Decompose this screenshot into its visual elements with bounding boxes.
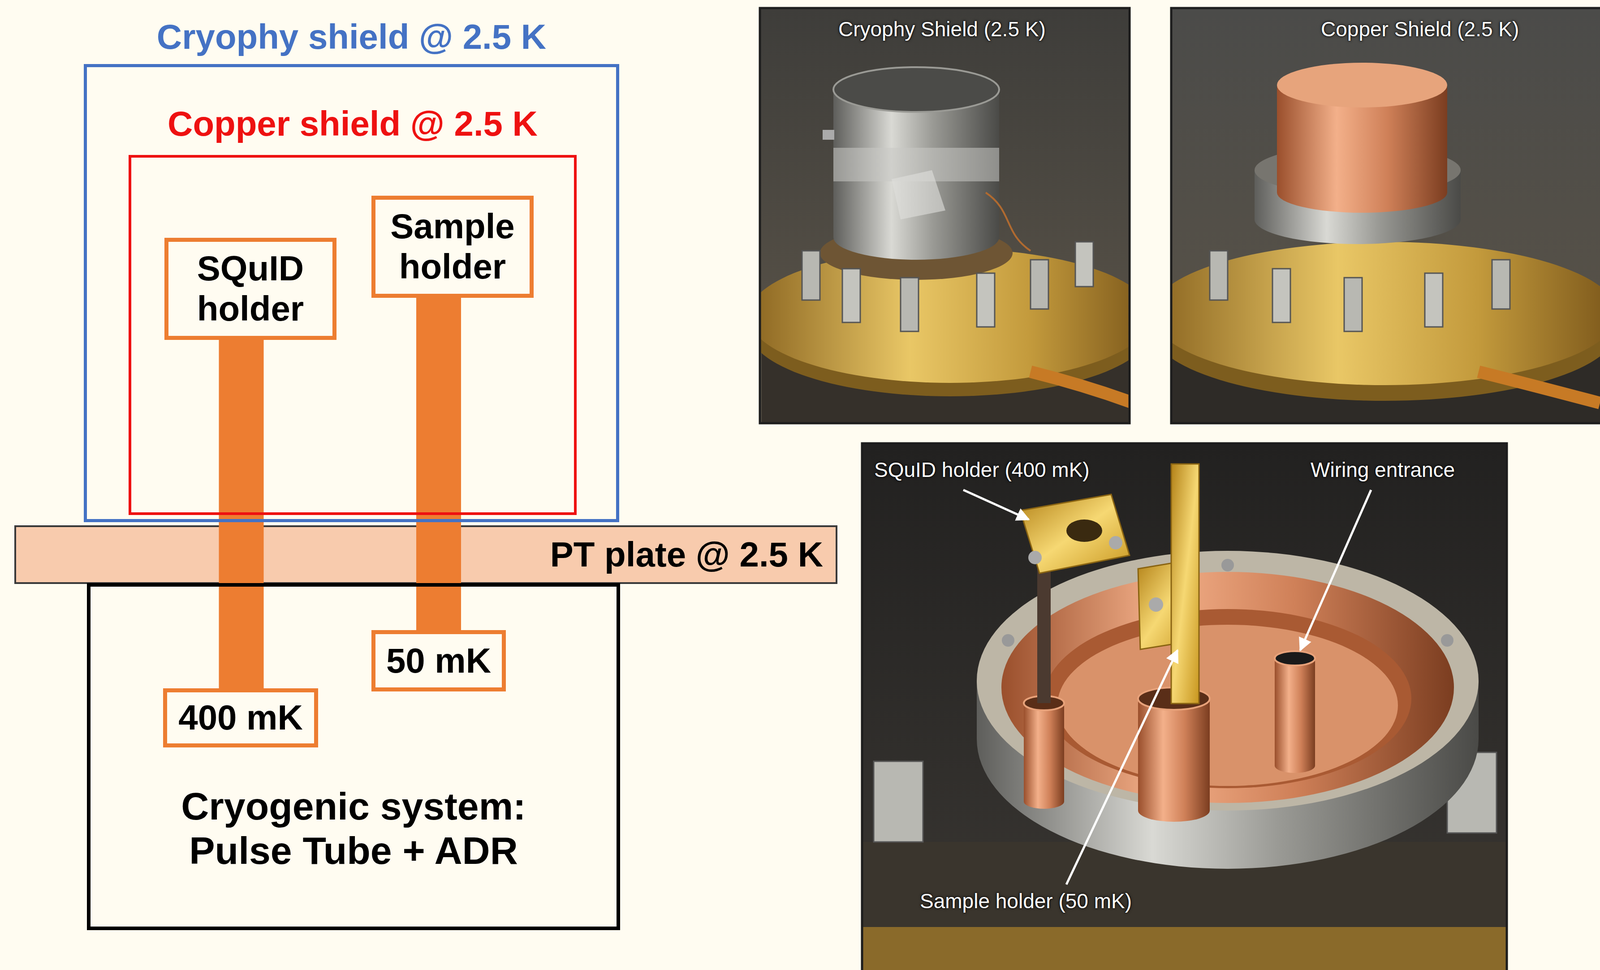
copper-shield-photo: [1151, 8, 1600, 431]
photo-caption: SQuID holder (400 mK): [872, 457, 1092, 483]
bracket-hole: [1066, 519, 1103, 543]
screw: [1148, 597, 1164, 613]
holder-label: SQuID holder: [173, 248, 328, 329]
photo-ground: [862, 443, 1507, 970]
system-box: Cryogenic system: Pulse Tube + ADR 400 mK…: [86, 583, 621, 931]
tape-patch: [891, 170, 946, 220]
copper-cylinder-bottom: [1276, 172, 1448, 213]
kapton-cable: [1478, 371, 1600, 404]
temperature-box: 400 mK: [163, 688, 319, 748]
copper-tube: [1274, 658, 1316, 767]
photo-caption: Sample holder (50 mK): [918, 889, 1134, 915]
kapton-cable: [1030, 371, 1130, 404]
photo-frame: [862, 443, 1507, 970]
copper-tube: [1023, 703, 1065, 803]
photo-frame: [1171, 8, 1600, 424]
screw: [1028, 551, 1042, 565]
photo-frame: [759, 8, 1130, 424]
wiring-hole: [1274, 651, 1316, 666]
bracket: [1209, 250, 1228, 301]
temperature-label: 50 mK: [386, 641, 492, 682]
photo-caption: Wiring entrance: [1308, 457, 1457, 483]
copper-tube-bottom: [1023, 794, 1065, 810]
thermal-link: [416, 297, 462, 631]
holders-photo: [862, 443, 1507, 970]
ring-rim: [976, 551, 1479, 811]
temperature-box: 50 mK: [371, 630, 506, 692]
temperature-label: 400 mK: [178, 698, 303, 739]
shield-title: Copper shield @ 2.5 K: [167, 103, 538, 145]
copper-tube-bottom: [1138, 799, 1210, 823]
bracket: [1344, 277, 1363, 332]
brass-plate: [1171, 241, 1600, 386]
bracket: [976, 273, 995, 328]
holder-box: SQuID holder: [164, 237, 337, 341]
bracket: [1272, 268, 1291, 323]
leader-arrow: [963, 490, 1029, 520]
wire: [985, 192, 1031, 251]
bracket: [900, 277, 919, 332]
holder-box: Sample holder: [371, 195, 534, 298]
screw: [1108, 536, 1123, 550]
brass-plate: [862, 927, 1507, 970]
screw: [1440, 634, 1454, 647]
shield-outline: Copper shield @ 2.5 KSQuID holderSample …: [128, 155, 577, 516]
plate-label: PT plate @ 2.5 K: [550, 534, 824, 576]
copper-tube-bottom: [1274, 759, 1316, 774]
bracket: [842, 268, 861, 323]
leader-arrow: [1300, 490, 1372, 651]
bracket: [1030, 259, 1049, 310]
bracket: [1492, 259, 1510, 310]
system-label: Cryogenic system: Pulse Tube + ADR: [156, 784, 551, 874]
photo-caption: Cryophy Shield (2.5 K): [836, 17, 1048, 42]
shield-knob: [822, 129, 835, 140]
screw: [1001, 634, 1015, 647]
bracket: [1424, 273, 1443, 328]
photo-content: [862, 464, 1507, 970]
bracket: [1075, 241, 1094, 287]
bracket: [802, 250, 820, 301]
bracket: [873, 761, 923, 843]
shield-top: [833, 67, 1000, 113]
copper-floor: [1057, 625, 1398, 787]
photo-content: [759, 67, 1130, 424]
plate-band: PT plate @ 2.5 K: [15, 526, 837, 584]
sample-holder-plate: [1171, 464, 1199, 704]
shield-outline: Cryophy shield @ 2.5 KCopper shield @ 2.…: [83, 64, 620, 523]
photo-caption: Copper Shield (2.5 K): [1319, 17, 1521, 42]
squid-holder-bracket: [1020, 494, 1130, 574]
cryophy-shield-photo: [748, 8, 1152, 431]
leader-arrow: [1066, 650, 1178, 885]
copper-cylinder-top: [1276, 62, 1448, 108]
shield-title: Cryophy shield @ 2.5 K: [156, 17, 547, 58]
copper-recess: [1043, 609, 1412, 789]
copper-plate: [1001, 572, 1454, 804]
photo-content: [1171, 62, 1600, 424]
shield-bottom: [833, 215, 1000, 260]
copper-tube: [1138, 698, 1210, 811]
screw: [1221, 559, 1234, 572]
holder-label: Sample holder: [380, 206, 525, 287]
holder-rod: [1037, 569, 1051, 704]
